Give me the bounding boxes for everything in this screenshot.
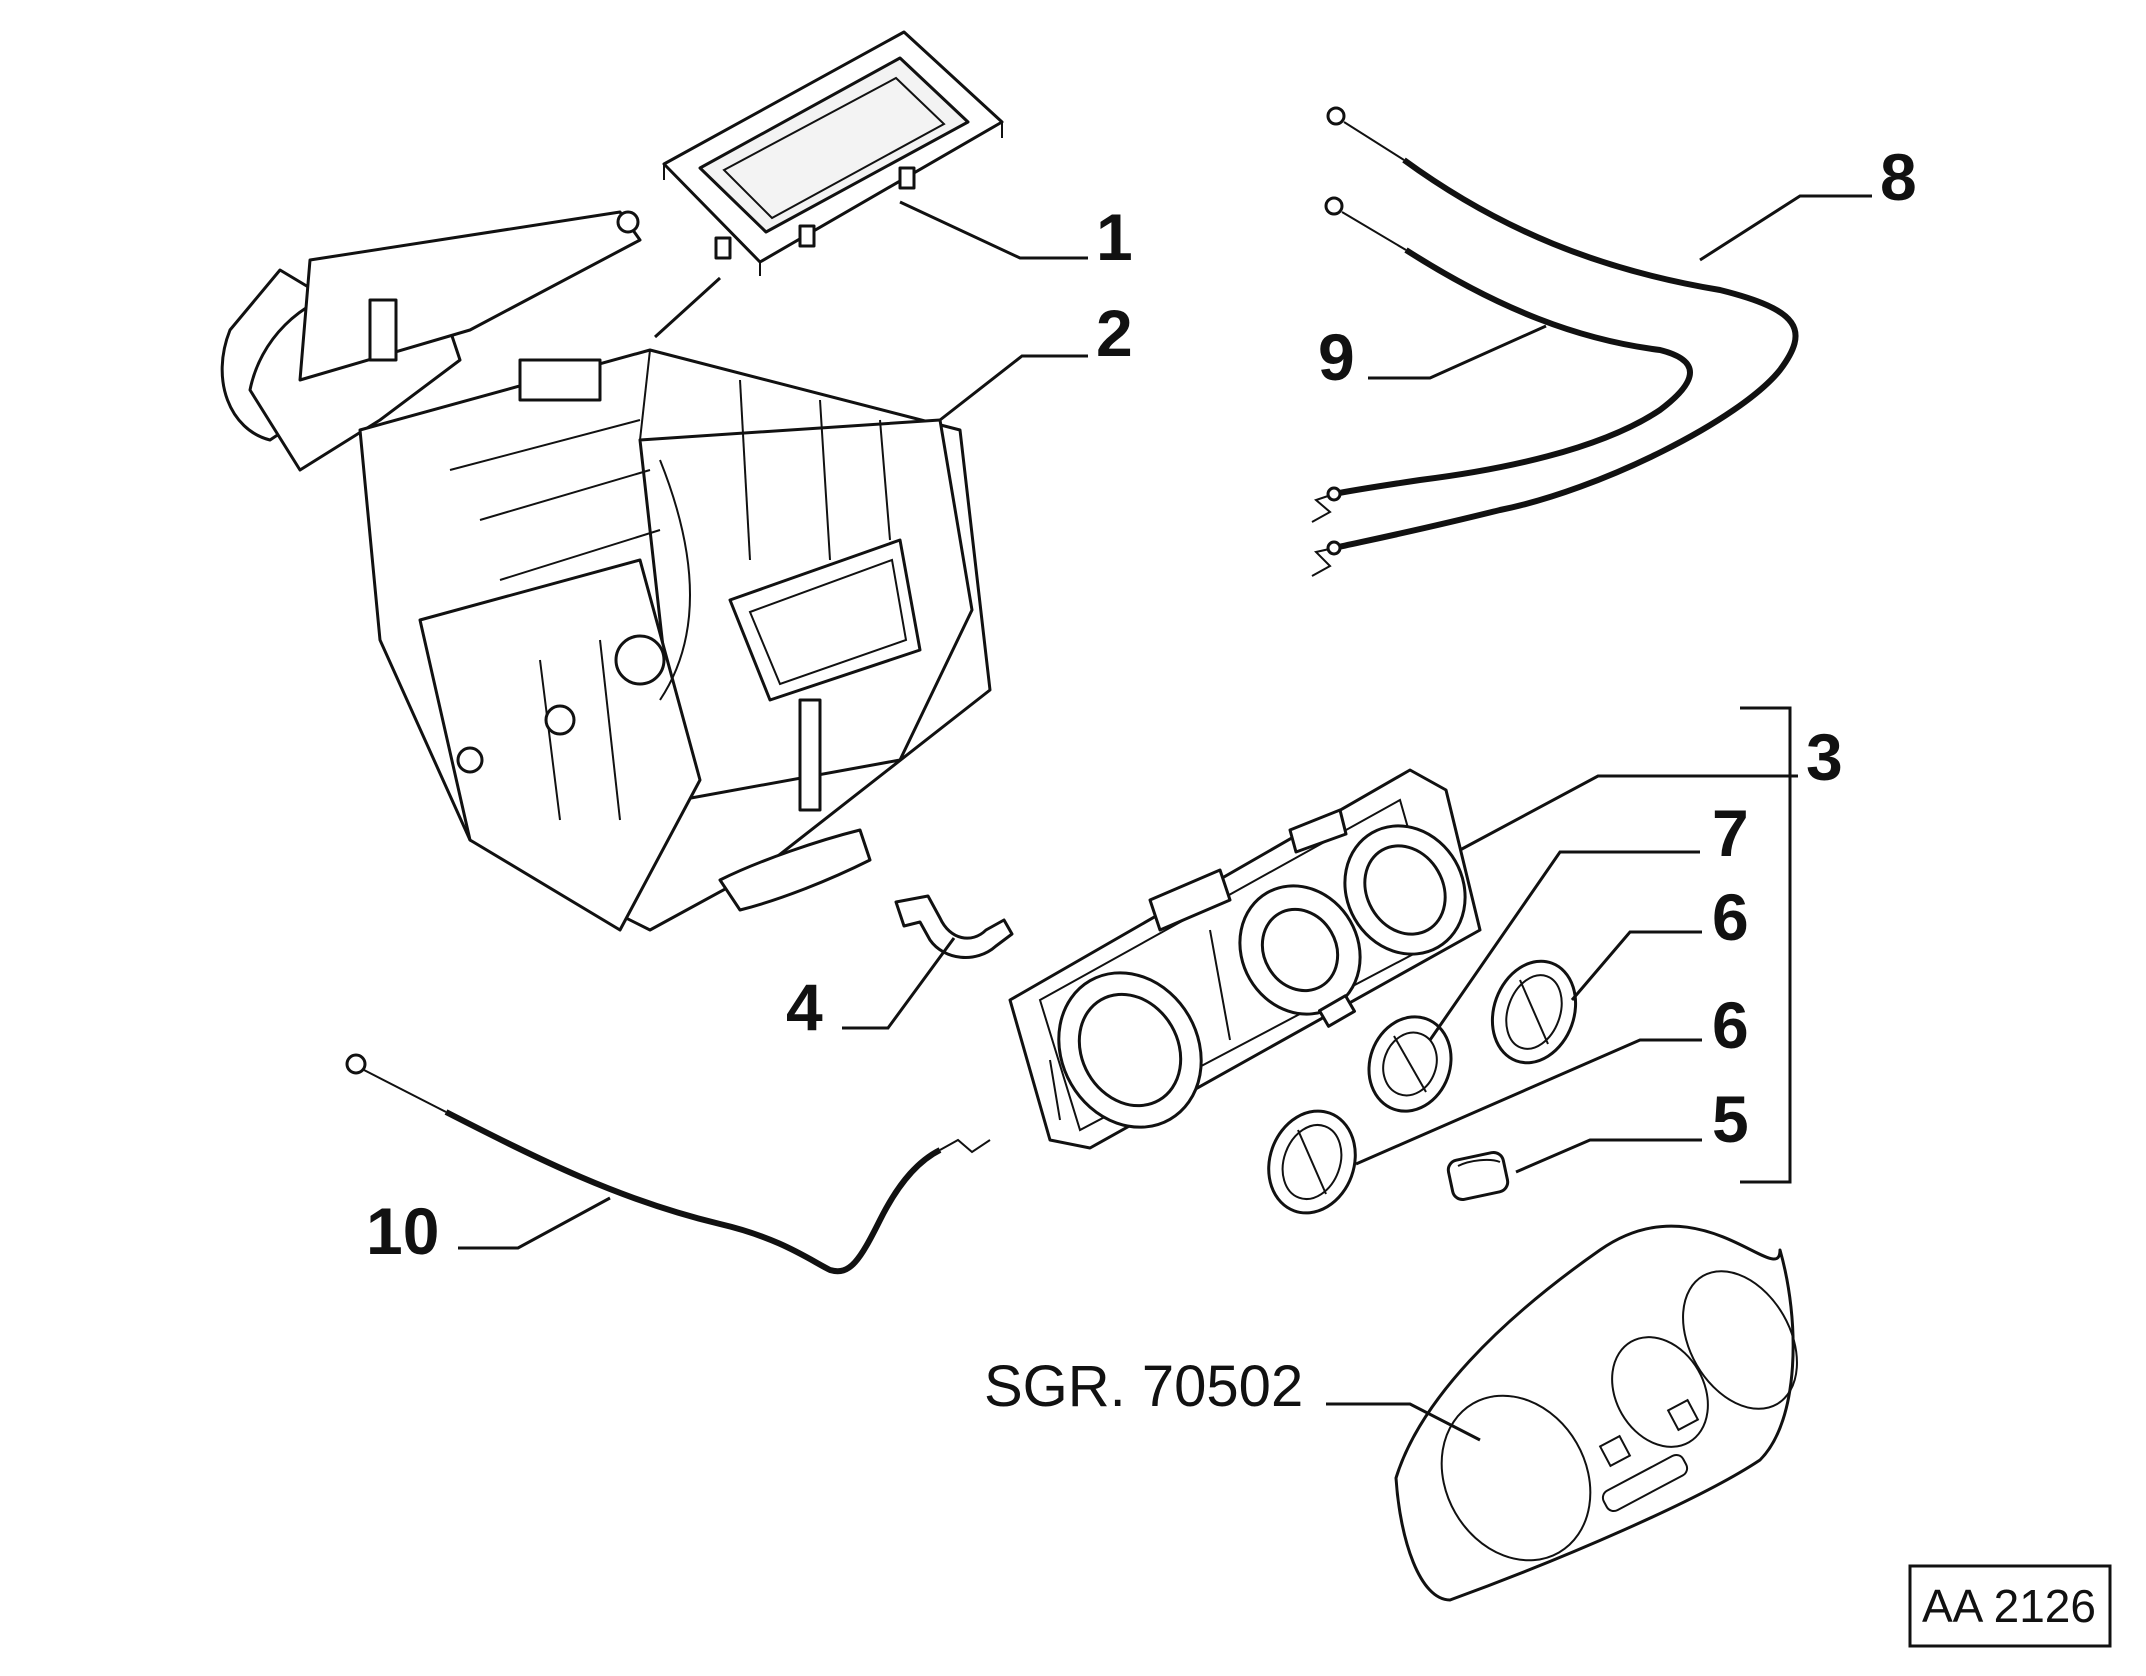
bezel-reference-label: SGR. 70502 [984, 1354, 1303, 1419]
part-2-hvac-housing [220, 210, 992, 932]
part-6-knob-upper [1490, 959, 1578, 1065]
bezel-reference-group [1394, 1224, 1798, 1602]
callout-9: 9 [1318, 320, 1355, 394]
callout-8: 8 [1880, 140, 1917, 214]
callout-4: 4 [786, 970, 823, 1044]
callout-1: 1 [1096, 200, 1133, 274]
callout-labels: 1 2 3 4 5 6 6 7 8 9 10 [366, 140, 1917, 1268]
callout-6-upper: 6 [1712, 880, 1749, 954]
part-1-filter-frame [662, 30, 1004, 276]
part-10-control-cable [345, 1053, 991, 1275]
callout-2: 2 [1096, 296, 1133, 370]
callout-3: 3 [1806, 720, 1843, 794]
leader-lines [458, 194, 1872, 1442]
part-4-bracket [894, 894, 1014, 959]
part-6-knob-lower [1267, 1109, 1357, 1215]
drawing-code: AA 2126 [1922, 1580, 2096, 1632]
callout-5: 5 [1712, 1082, 1749, 1156]
callout-6-lower: 6 [1712, 988, 1749, 1062]
drawing-code-box: AA 2126 [1908, 1564, 2112, 1648]
part-7-knob [1367, 1015, 1453, 1113]
part-9-control-cable [1311, 196, 1693, 523]
callout-10: 10 [366, 1194, 439, 1268]
part-5-push-button [1446, 1150, 1510, 1202]
part-3-control-panel [1008, 768, 1482, 1150]
callout-7: 7 [1712, 796, 1749, 870]
